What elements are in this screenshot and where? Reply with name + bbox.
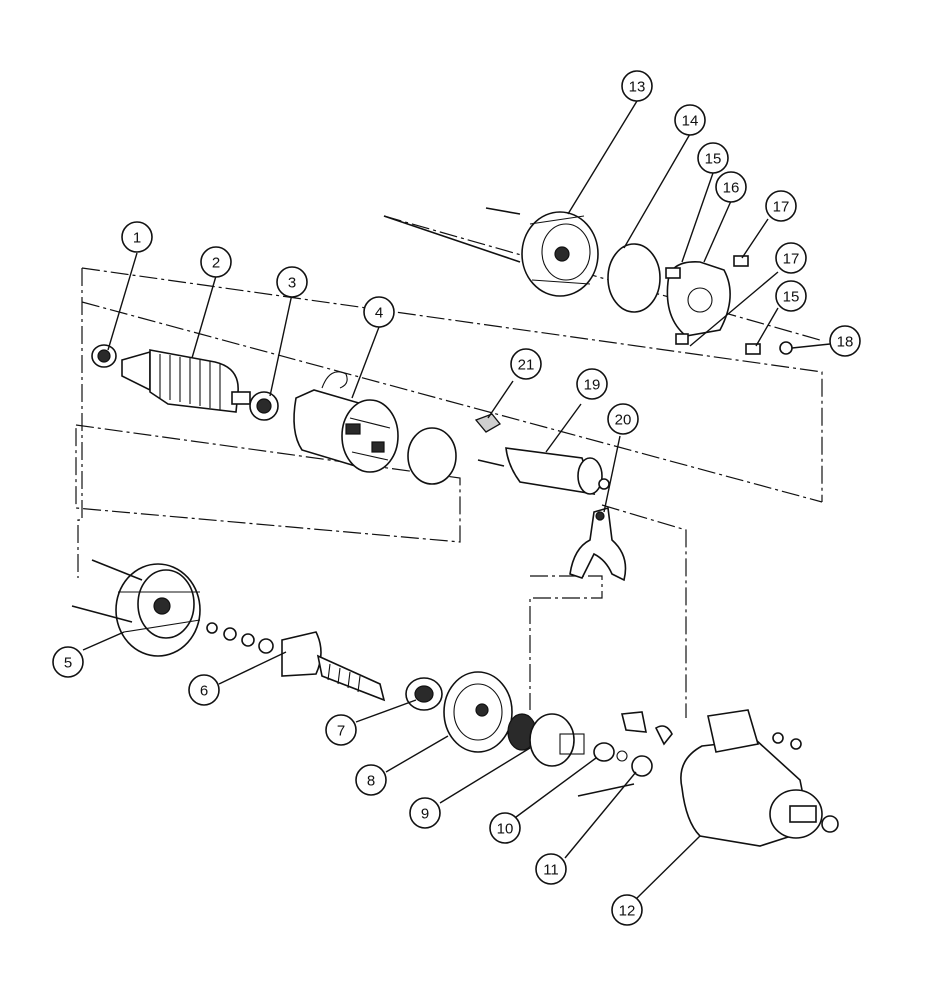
callout-c10: 10 [489, 812, 521, 844]
part-4-field-frame [293, 371, 457, 485]
part-2-armature [121, 349, 251, 413]
callout-number: 4 [375, 305, 383, 322]
part-7-bearing [405, 677, 443, 711]
callout-c11: 11 [535, 853, 567, 885]
callout-c2: 2 [200, 246, 232, 278]
callout-number: 1 [133, 230, 141, 247]
callout-circle [674, 104, 706, 136]
callout-number: 11 [543, 862, 559, 879]
part-3-bearing [249, 391, 279, 421]
callout-number: 12 [619, 903, 636, 920]
part-14-o-ring [607, 243, 661, 313]
callout-circle [121, 221, 153, 253]
callout-circle [576, 368, 608, 400]
part-8-plate [443, 671, 513, 753]
callout-c1: 1 [121, 221, 153, 253]
callout-c16: 16 [715, 171, 747, 203]
callout-c13: 13 [621, 70, 653, 102]
callout-number: 3 [288, 275, 296, 292]
callout-number: 10 [497, 821, 514, 838]
callout-c19: 19 [576, 368, 608, 400]
part-16-brush-holder [665, 255, 793, 355]
part-20-shift-fork [569, 506, 627, 582]
callout-c9: 9 [409, 797, 441, 829]
part-6-gear-shaft [281, 631, 386, 702]
callout-circle [52, 646, 84, 678]
callout-number: 19 [584, 377, 601, 394]
callout-c7: 7 [325, 714, 357, 746]
callout-c3: 3 [276, 266, 308, 298]
callout-number: 7 [337, 723, 345, 740]
callout-c12: 12 [611, 894, 643, 926]
callout-number: 17 [783, 251, 800, 268]
callout-c15a: 15 [697, 142, 729, 174]
callout-circle [355, 764, 387, 796]
callout-number: 15 [783, 289, 800, 306]
part-11-stop [620, 711, 673, 777]
callout-number: 9 [421, 806, 429, 823]
callout-circle [611, 894, 643, 926]
callout-number: 21 [518, 357, 535, 374]
callout-c18: 18 [829, 325, 861, 357]
callout-circle [276, 266, 308, 298]
callout-circle [829, 325, 861, 357]
callout-c17b: 17 [775, 242, 807, 274]
callout-circle [409, 797, 441, 829]
callout-number: 8 [367, 773, 375, 790]
callout-circle [535, 853, 567, 885]
part-9-drive-clutch [507, 713, 585, 767]
part-1-bearing [91, 344, 117, 368]
callout-circle [775, 280, 807, 312]
callout-circle [510, 348, 542, 380]
callout-circle [775, 242, 807, 274]
callout-number: 5 [64, 655, 72, 672]
callout-c4: 4 [363, 296, 395, 328]
callout-circle [363, 296, 395, 328]
part-13-commutator-end-frame [383, 207, 599, 297]
callout-circle [697, 142, 729, 174]
callout-number: 20 [615, 412, 632, 429]
callout-number: 16 [723, 180, 740, 197]
callout-circle [621, 70, 653, 102]
callout-c14: 14 [674, 104, 706, 136]
callout-circle [489, 812, 521, 844]
callout-circle [715, 171, 747, 203]
leader-lines [82, 100, 831, 901]
part-12-drive-housing [577, 709, 839, 847]
callout-circle [765, 190, 797, 222]
callout-number: 13 [629, 79, 646, 96]
callout-c8: 8 [355, 764, 387, 796]
callout-number: 6 [200, 683, 208, 700]
callout-c6: 6 [188, 674, 220, 706]
part-5-end-housing [71, 559, 274, 657]
callout-circle [607, 403, 639, 435]
callout-number: 15 [705, 151, 722, 168]
callout-circle [325, 714, 357, 746]
part-10-collar [593, 742, 628, 762]
callout-c17a: 17 [765, 190, 797, 222]
callout-number: 17 [773, 199, 790, 216]
callout-circle [188, 674, 220, 706]
callout-c20: 20 [607, 403, 639, 435]
callout-number: 2 [212, 255, 220, 272]
callout-number: 14 [682, 113, 699, 130]
callout-c21: 21 [510, 348, 542, 380]
assembly-lines [75, 215, 823, 718]
callout-c5: 5 [52, 646, 84, 678]
part-19-solenoid [477, 447, 610, 496]
part-21-seal [474, 413, 501, 433]
callout-circle [200, 246, 232, 278]
callout-c15b: 15 [775, 280, 807, 312]
callout-number: 18 [837, 334, 854, 351]
